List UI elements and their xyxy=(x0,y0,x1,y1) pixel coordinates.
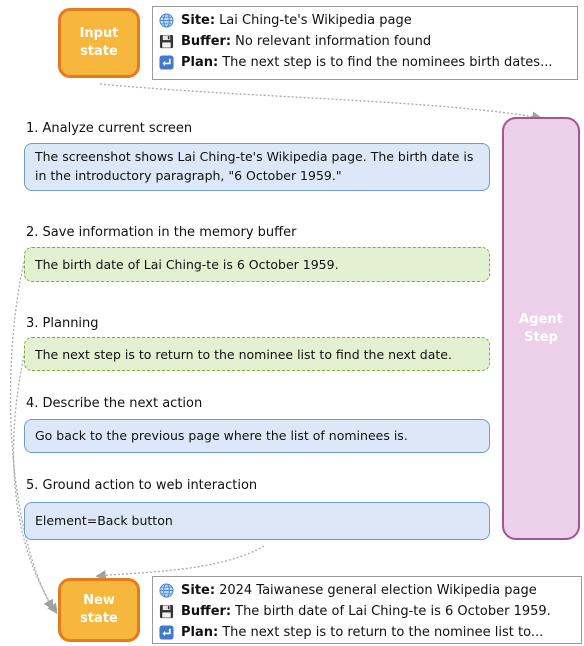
plan-label: Plan: xyxy=(181,55,219,70)
input-state-panel: Site: Lai Ching-te's Wikipedia page Buff… xyxy=(152,6,578,80)
agent-step-box: Agent Step xyxy=(502,117,580,540)
arrow-ground-to-new-state xyxy=(95,545,265,581)
step-2-box: The birth date of Lai Ching-te is 6 Octo… xyxy=(24,247,490,282)
buffer-row: Buffer: The birth date of Lai Ching-te i… xyxy=(159,601,575,622)
input-state-box: Input state xyxy=(58,8,140,78)
arrow-input-to-agent xyxy=(99,83,543,122)
plan-label: Plan: xyxy=(181,625,219,640)
floppy-disk-icon xyxy=(159,604,174,619)
globe-icon xyxy=(159,13,174,28)
site-value: 2024 Taiwanese general election Wikipedi… xyxy=(219,583,537,598)
plan-row: Plan: The next step is to return to the … xyxy=(159,622,575,643)
buffer-label: Buffer: xyxy=(181,34,232,49)
step-4-box: Go back to the previous page where the l… xyxy=(24,419,490,453)
buffer-label: Buffer: xyxy=(181,604,232,619)
arrow-memory-to-new-state xyxy=(9,261,54,611)
new-state-box: New state xyxy=(58,578,140,642)
buffer-value: The birth date of Lai Ching-te is 6 Octo… xyxy=(235,604,551,619)
arrow-plan-to-new-state xyxy=(12,355,58,615)
step-3-title: 3. Planning xyxy=(26,316,99,331)
step-5-title: 5. Ground action to web interaction xyxy=(26,478,258,493)
site-row: Site: Lai Ching-te's Wikipedia page xyxy=(159,10,571,31)
return-arrow-icon xyxy=(159,55,174,70)
floppy-disk-icon xyxy=(159,34,174,49)
site-label: Site: xyxy=(181,13,216,28)
step-3-box: The next step is to return to the nomine… xyxy=(24,337,490,371)
step-1-title: 1. Analyze current screen xyxy=(26,121,193,136)
plan-value: The next step is to find the nominees bi… xyxy=(222,55,553,70)
step-4-title: 4. Describe the next action xyxy=(26,396,203,411)
return-arrow-icon xyxy=(159,625,174,640)
new-state-panel: Site: 2024 Taiwanese general election Wi… xyxy=(152,576,582,644)
buffer-value: No relevant information found xyxy=(235,34,432,49)
buffer-row: Buffer: No relevant information found xyxy=(159,31,571,52)
plan-value: The next step is to return to the nomine… xyxy=(222,625,544,640)
site-value: Lai Ching-te's Wikipedia page xyxy=(219,13,412,28)
step-1-box: The screenshot shows Lai Ching-te's Wiki… xyxy=(24,143,490,191)
site-row: Site: 2024 Taiwanese general election Wi… xyxy=(159,580,575,601)
plan-row: Plan: The next step is to find the nomin… xyxy=(159,52,571,73)
site-label: Site: xyxy=(181,583,216,598)
step-2-title: 2. Save information in the memory buffer xyxy=(26,225,297,240)
globe-icon xyxy=(159,583,174,598)
step-5-box: Element=Back button xyxy=(24,502,490,540)
